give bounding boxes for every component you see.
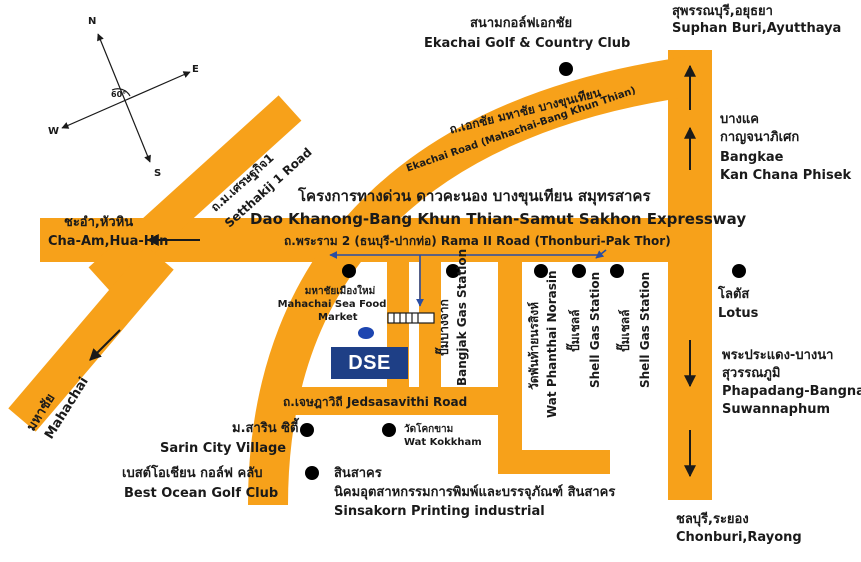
bangjak-dot bbox=[446, 264, 460, 278]
dest-chaam-en: Cha-Am,Hua-Hin bbox=[48, 234, 169, 249]
compass-s: S bbox=[154, 168, 162, 179]
kokkham-dot bbox=[382, 423, 396, 437]
seafood-label-en1: Mahachai Sea Food bbox=[277, 299, 387, 310]
golf-dot bbox=[559, 62, 573, 76]
dest-bangna-en2: Suwannaphum bbox=[722, 402, 831, 417]
sarin-dot bbox=[300, 423, 314, 437]
bridge-steps bbox=[387, 312, 435, 324]
expressway-title-th: โครงการทางด่วน ดาวคะนอง บางขุนเทียน สมุท… bbox=[298, 187, 651, 205]
wat-road bbox=[498, 262, 610, 474]
shell1-dot bbox=[572, 264, 586, 278]
seafood-dot bbox=[342, 264, 356, 278]
lotus-label-th: โลตัส bbox=[718, 287, 750, 302]
direction-arrows bbox=[89, 64, 696, 478]
compass-e: E bbox=[192, 64, 199, 75]
bestocean-label-en: Best Ocean Golf Club bbox=[124, 486, 279, 501]
seafood-label-en2: Market bbox=[318, 312, 358, 323]
bangjak-label-th: ปั๊มบางจาก bbox=[437, 299, 451, 356]
roads bbox=[8, 50, 712, 506]
shell2-label-th: ปั๊มเชลล์ bbox=[618, 309, 632, 352]
jedsasavithi-road-label: ถ.เจษฎาวิถี Jedsasavithi Road bbox=[283, 395, 468, 409]
seafood-label-th: มหาชัยเมืองใหม่ bbox=[304, 286, 376, 297]
kokkham-label-th: วัดโคกขาม bbox=[404, 424, 454, 435]
bestocean-label-th: เบสต์โอเชียน กอล์ฟ คลับ bbox=[122, 466, 263, 481]
norasin-dot bbox=[534, 264, 548, 278]
dest-bangna-th1: พระประแดง-บางนา bbox=[722, 348, 834, 363]
dest-bangkae-th2: กาญจนาภิเศก bbox=[720, 130, 800, 145]
mahachai-road bbox=[8, 246, 174, 432]
rama2-road-label: ถ.พระราม 2 (ธนบุรี-ปากท่อ) Rama II Road … bbox=[284, 234, 671, 248]
dest-chonburi-th: ชลบุรี,ระยอง bbox=[676, 512, 749, 527]
lotus-dot bbox=[732, 264, 746, 278]
flow-arrows bbox=[329, 249, 607, 307]
bangjak-label-en: Bangjak Gas Station bbox=[455, 248, 469, 386]
location-markers bbox=[300, 62, 746, 480]
dest-bangkae-th1: บางแค bbox=[720, 112, 759, 127]
kokkham-label-en: Wat Kokkham bbox=[404, 437, 482, 448]
sinsakorn-label-th1: สินสาคร bbox=[334, 466, 382, 481]
compass-n: N bbox=[88, 16, 97, 27]
setthakij-road bbox=[88, 95, 302, 293]
dest-suphan-th: สุพรรณบุรี,อยุธยา bbox=[672, 4, 773, 19]
expressway-title-en: Dao Khanong-Bang Khun Thian-Samut Sakhon… bbox=[250, 210, 747, 228]
shell2-dot bbox=[610, 264, 624, 278]
sarin-label-th: ม.สาริน ซิตี้ bbox=[232, 421, 299, 436]
dest-bangna-en1: Phapadang-Bangna bbox=[722, 384, 861, 399]
shell1-label-th: ปั๊มเชลล์ bbox=[568, 309, 582, 352]
dest-bangkae-en1: Bangkae bbox=[720, 150, 784, 165]
sinsakorn-label-en: Sinsakorn Printing industrial bbox=[334, 504, 545, 519]
dse-location-box: DSE bbox=[331, 347, 408, 379]
golf-label-th: สนามกอล์ฟเอกชัย bbox=[470, 16, 573, 31]
sarin-label-en: Sarin City Village bbox=[160, 441, 287, 456]
norasin-label-en: Wat Phanthai Norasin bbox=[545, 270, 559, 418]
compass-angle: 60° bbox=[111, 90, 127, 99]
compass-w: W bbox=[48, 126, 60, 137]
sinsakorn-dot bbox=[305, 466, 319, 480]
sinsakorn-label-th2: นิคมอุตสาหกรรมการพิมพ์และบรรจุภัณฑ์ สินส… bbox=[334, 485, 616, 500]
dest-chaam-th: ชะอำ,หัวหิน bbox=[64, 215, 134, 230]
norasin-label-th: วัดพันท้ายนรสิงห์ bbox=[527, 301, 541, 390]
dest-bangna-th2: สุวรรณภูมิ bbox=[722, 366, 781, 381]
shell1-label-en: Shell Gas Station bbox=[588, 271, 602, 388]
golf-label-en: Ekachai Golf & Country Club bbox=[424, 36, 631, 51]
dest-suphan-en: Suphan Buri,Ayutthaya bbox=[672, 21, 842, 36]
compass-rose bbox=[61, 33, 191, 163]
shell2-label-en: Shell Gas Station bbox=[638, 271, 652, 388]
dest-chonburi-en: Chonburi,Rayong bbox=[676, 530, 802, 545]
arrow-southwest bbox=[89, 329, 121, 361]
lotus-label-en: Lotus bbox=[718, 306, 759, 321]
dse-location-dot bbox=[358, 327, 374, 339]
dest-bangkae-en2: Kan Chana Phisek bbox=[720, 168, 852, 183]
